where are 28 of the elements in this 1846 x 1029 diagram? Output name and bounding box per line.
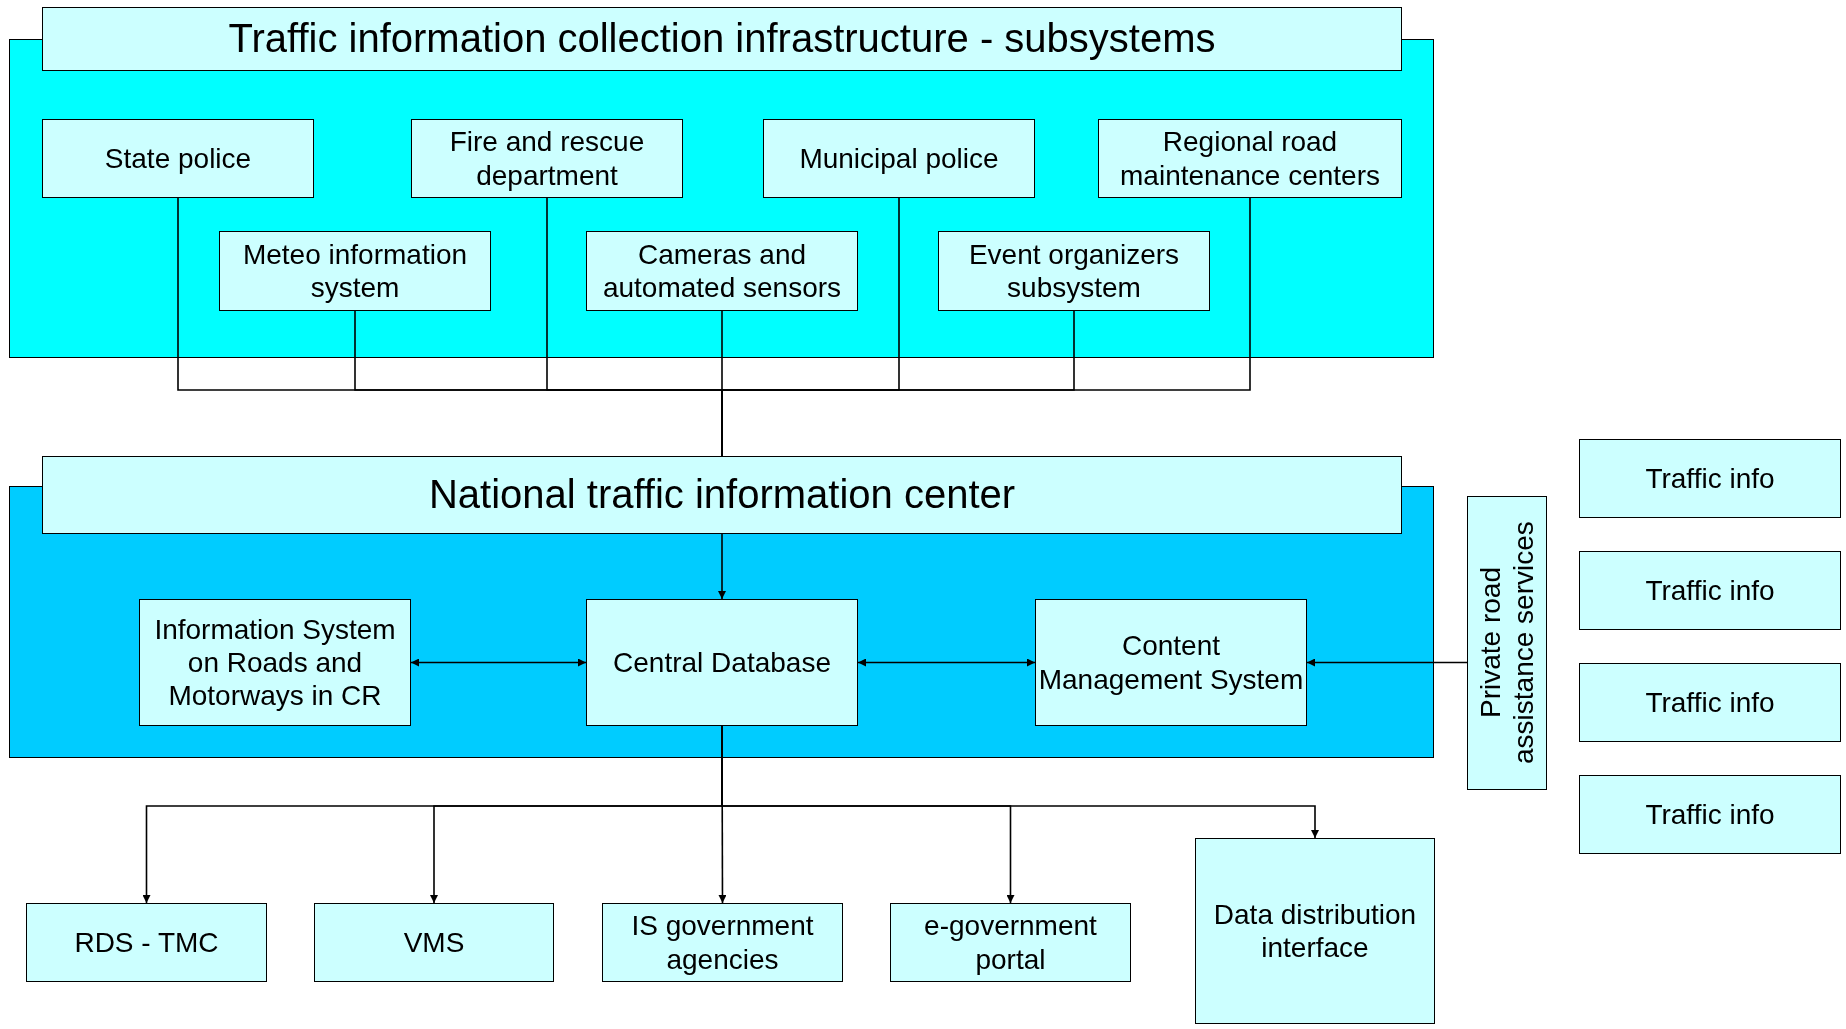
process-box: Fire and rescue department [411, 119, 683, 198]
process-box: Event organizers subsystem [938, 231, 1210, 311]
process-box: Municipal police [763, 119, 1035, 198]
heading-box: National traffic information center [42, 456, 1402, 534]
process-box: Traffic info [1579, 663, 1841, 742]
arrow [1306, 658, 1468, 667]
process-box: Traffic info [1579, 551, 1841, 630]
arrow [857, 658, 1036, 667]
process-box: e-government portal [890, 903, 1131, 982]
process-box: Data distribution interface [1195, 838, 1435, 1024]
process-box: Cameras and automated sensors [586, 231, 858, 311]
process-box: Central Database [586, 599, 858, 726]
process-box: Traffic info [1579, 439, 1841, 518]
process-box: VMS [314, 903, 554, 982]
process-box: Regional road maintenance centers [1098, 119, 1402, 198]
process-box: Content Management System [1035, 599, 1307, 726]
group-panel [9, 7, 1434, 358]
process-box: Private road assistance services [1467, 496, 1547, 790]
process-box: IS government agencies [602, 903, 843, 982]
group-panel [9, 456, 1434, 758]
process-box: Traffic info [1579, 775, 1841, 854]
panel-title: Traffic information collection infrastructure - subsystems [42, 7, 1402, 71]
arrow [718, 533, 726, 600]
process-box: Information System on Roads and Motorways in CR [139, 599, 411, 726]
process-box: State police [42, 119, 314, 198]
arrow [410, 658, 587, 667]
process-box: Meteo information system [219, 231, 491, 311]
process-box: RDS - TMC [26, 903, 267, 982]
